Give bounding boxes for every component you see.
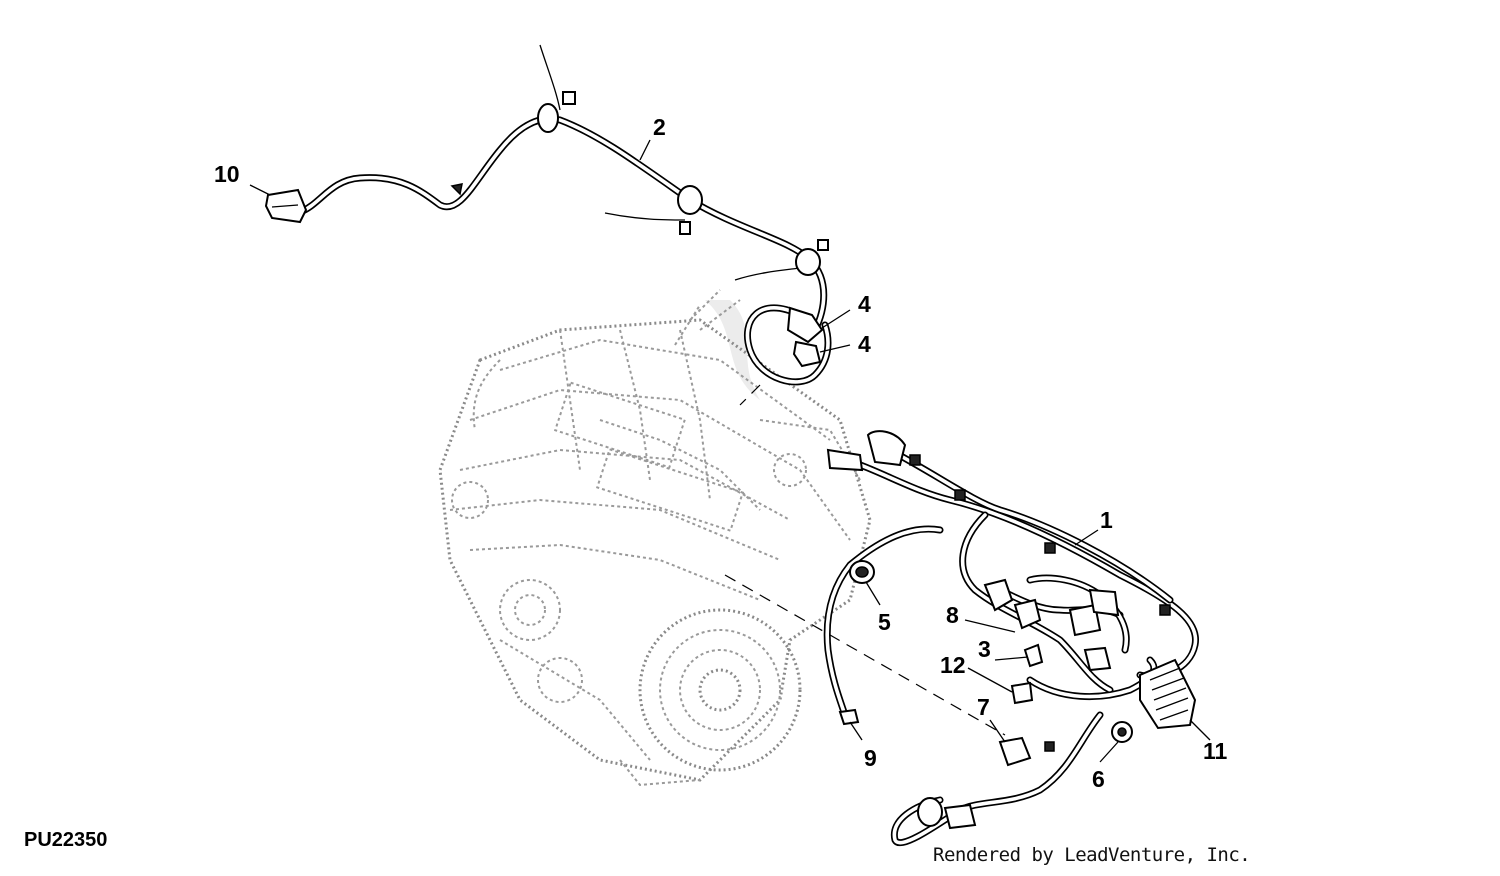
callout-5: 5 bbox=[878, 609, 891, 635]
figure-code: PU22350 bbox=[24, 829, 108, 851]
clip-12 bbox=[1010, 681, 1034, 705]
connector-7 bbox=[998, 736, 1032, 767]
callout-9: 9 bbox=[864, 745, 877, 771]
upper-harness bbox=[264, 44, 832, 386]
callout-6: 6 bbox=[1092, 766, 1105, 792]
callout-3: 3 bbox=[978, 636, 991, 662]
harness-tie bbox=[450, 183, 463, 196]
callout-4-lower: 4 bbox=[858, 331, 871, 357]
harness-tie bbox=[1044, 741, 1055, 752]
callout-12: 12 bbox=[940, 652, 966, 678]
ground-terminal-9 bbox=[838, 708, 860, 726]
sensor-6-core bbox=[1117, 727, 1127, 737]
bottom-connector bbox=[917, 797, 943, 827]
harness-clamp bbox=[795, 248, 821, 276]
assembly-leader-line bbox=[724, 574, 1006, 736]
callout-leaders bbox=[249, 139, 1211, 763]
connector bbox=[1088, 588, 1120, 617]
clamp-bolt bbox=[562, 91, 576, 105]
render-credit: Rendered by LeadVenture, Inc. bbox=[933, 844, 1251, 866]
grommet-5-core bbox=[855, 566, 869, 578]
harness-connector bbox=[826, 448, 864, 472]
harness-clamp bbox=[677, 185, 703, 215]
callout-11: 11 bbox=[1203, 738, 1228, 764]
engine-outline bbox=[438, 289, 872, 787]
callout-1: 1 bbox=[1100, 507, 1113, 533]
connector bbox=[1068, 603, 1102, 637]
harness-tie bbox=[954, 489, 966, 501]
bottom-connector-body bbox=[943, 803, 977, 830]
ecu-connector-11 bbox=[1139, 658, 1197, 730]
callout-7: 7 bbox=[977, 694, 990, 720]
clamp-bolt bbox=[679, 221, 691, 235]
harness-tie bbox=[1044, 542, 1056, 554]
connector bbox=[1083, 646, 1112, 672]
callouts: 1 2 3 4 4 5 6 7 8 9 10 11 12 bbox=[214, 114, 1228, 792]
callout-4-upper: 4 bbox=[858, 291, 871, 317]
connector bbox=[1013, 598, 1042, 630]
watermark-flame bbox=[705, 300, 760, 400]
callout-10: 10 bbox=[214, 161, 240, 187]
harness-tie bbox=[1159, 604, 1171, 616]
callout-8: 8 bbox=[946, 602, 959, 628]
clamp-bolt bbox=[817, 239, 829, 251]
harness-clamp bbox=[537, 103, 559, 133]
assembly-leader-line-upper bbox=[739, 384, 761, 406]
callout-2: 2 bbox=[653, 114, 666, 140]
harness-tie bbox=[909, 454, 921, 466]
harness-connector bbox=[866, 430, 907, 467]
main-harness bbox=[823, 430, 1199, 847]
connector-4-lower bbox=[792, 340, 822, 368]
connector-4-upper bbox=[786, 306, 824, 344]
connector-3 bbox=[1023, 643, 1044, 668]
watermark bbox=[705, 300, 760, 400]
connector-8 bbox=[983, 578, 1014, 612]
